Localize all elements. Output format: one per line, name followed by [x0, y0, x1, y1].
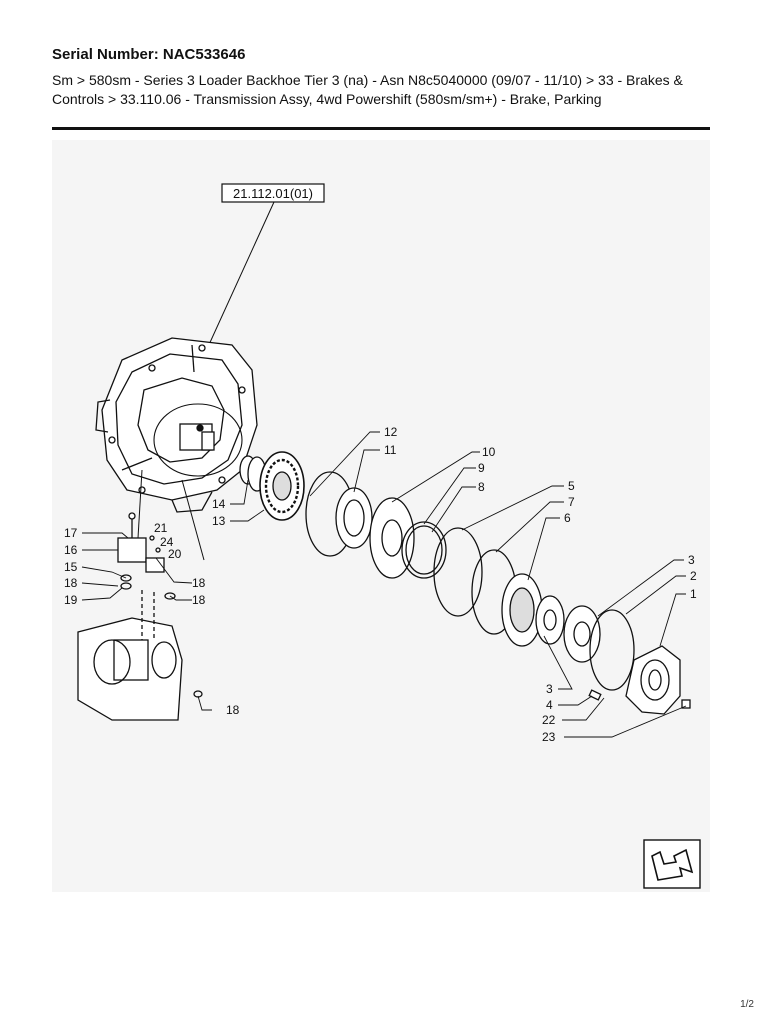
callout-24[interactable]: 24	[160, 535, 174, 549]
brake-rings	[305, 471, 635, 691]
callout-14[interactable]: 14	[212, 497, 226, 511]
callout-11[interactable]: 11	[384, 443, 397, 457]
exploded-view-drawing: 21.112.01(01)	[64, 183, 701, 889]
callout-10[interactable]: 10	[482, 445, 496, 459]
callout-9[interactable]: 9	[478, 461, 485, 475]
callout-13[interactable]: 13	[212, 514, 226, 528]
callout-18b[interactable]: 18	[192, 576, 206, 590]
page-indicator: 1/2	[740, 999, 754, 1010]
valve-block	[153, 403, 243, 477]
callout-2[interactable]: 2	[690, 569, 697, 583]
callout-labels: 12 11 10 9 8 5 7 6 3 2 1 3 4 22 23 14 13…	[64, 425, 697, 744]
callout-1[interactable]: 1	[690, 587, 697, 601]
callout-15[interactable]: 15	[64, 560, 78, 574]
reference-box[interactable]: 21.112.01(01)	[221, 183, 325, 203]
next-page-arrow-icon[interactable]	[643, 839, 701, 889]
transmission-housing	[95, 337, 258, 513]
callout-6[interactable]: 6	[564, 511, 571, 525]
callout-17[interactable]: 17	[64, 526, 78, 540]
callout-4[interactable]: 4	[546, 698, 553, 712]
parts-diagram: 21.112.01(01)	[52, 140, 710, 892]
callout-18a[interactable]: 18	[64, 576, 78, 590]
callout-3[interactable]: 3	[688, 553, 695, 567]
page-header: Serial Number: NAC533646 Sm > 580sm - Se…	[52, 46, 710, 109]
breadcrumb: Sm > 580sm - Series 3 Loader Backhoe Tie…	[52, 72, 683, 107]
callout-22[interactable]: 22	[542, 713, 556, 727]
serial-number: Serial Number: NAC533646	[52, 46, 246, 63]
callout-8[interactable]: 8	[478, 480, 485, 494]
callout-21[interactable]: 21	[154, 521, 168, 535]
solenoid-valve	[117, 469, 205, 698]
shaft-hub	[239, 451, 305, 521]
lower-housing	[77, 590, 183, 721]
callout-12[interactable]: 12	[384, 425, 398, 439]
callout-18d[interactable]: 18	[226, 703, 240, 717]
callout-16[interactable]: 16	[64, 543, 78, 557]
reference-label: 21.112.01(01)	[233, 186, 313, 201]
end-cover	[588, 645, 691, 715]
leader-lines	[81, 431, 687, 738]
callout-19[interactable]: 19	[64, 593, 78, 607]
callout-5[interactable]: 5	[568, 479, 575, 493]
callout-18c[interactable]: 18	[192, 593, 206, 607]
callout-7[interactable]: 7	[568, 495, 575, 509]
callout-20[interactable]: 20	[168, 547, 182, 561]
header-divider	[52, 127, 710, 130]
callout-3b[interactable]: 3	[546, 682, 553, 696]
callout-23[interactable]: 23	[542, 730, 556, 744]
